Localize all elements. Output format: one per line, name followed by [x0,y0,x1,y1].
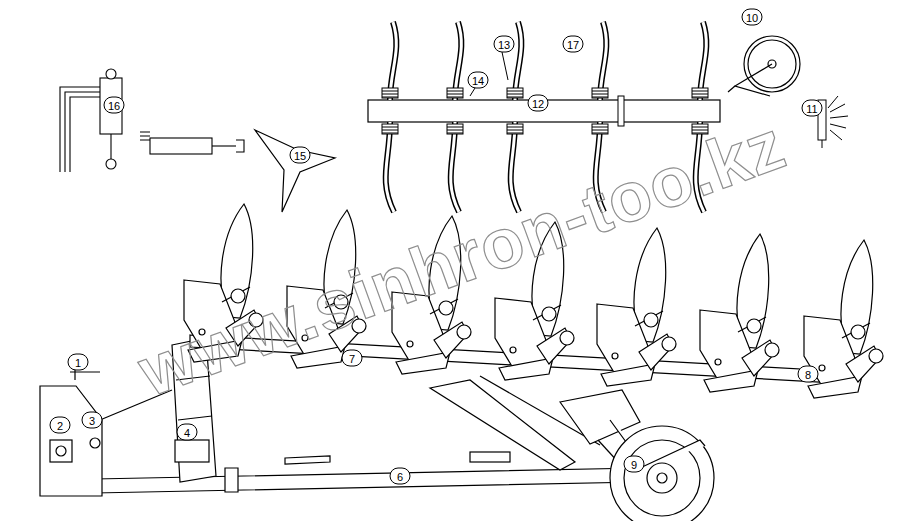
callout-number: 7 [342,350,363,367]
callout-number: 8 [798,366,819,383]
callout-number: 2 [50,417,71,434]
callout-number: 10 [742,9,763,26]
callout-number: 1 [68,354,89,371]
rear-light [818,96,848,148]
callout-number: 16 [104,97,125,114]
coulter-disc [728,36,800,96]
callout-number: 6 [390,468,411,485]
callout-number: 17 [563,36,584,53]
callout-number: 4 [177,424,198,441]
callout-number: 3 [82,412,103,429]
callout-number: 9 [624,456,645,473]
callout-number: 11 [802,100,823,117]
callout-number: 15 [290,147,311,164]
callout-number: 12 [528,95,549,112]
hydraulic-cylinders [60,69,244,172]
callout-number: 14 [468,72,489,89]
depth-wheel [610,426,714,521]
callout-number: 13 [494,36,515,53]
share [255,130,335,212]
